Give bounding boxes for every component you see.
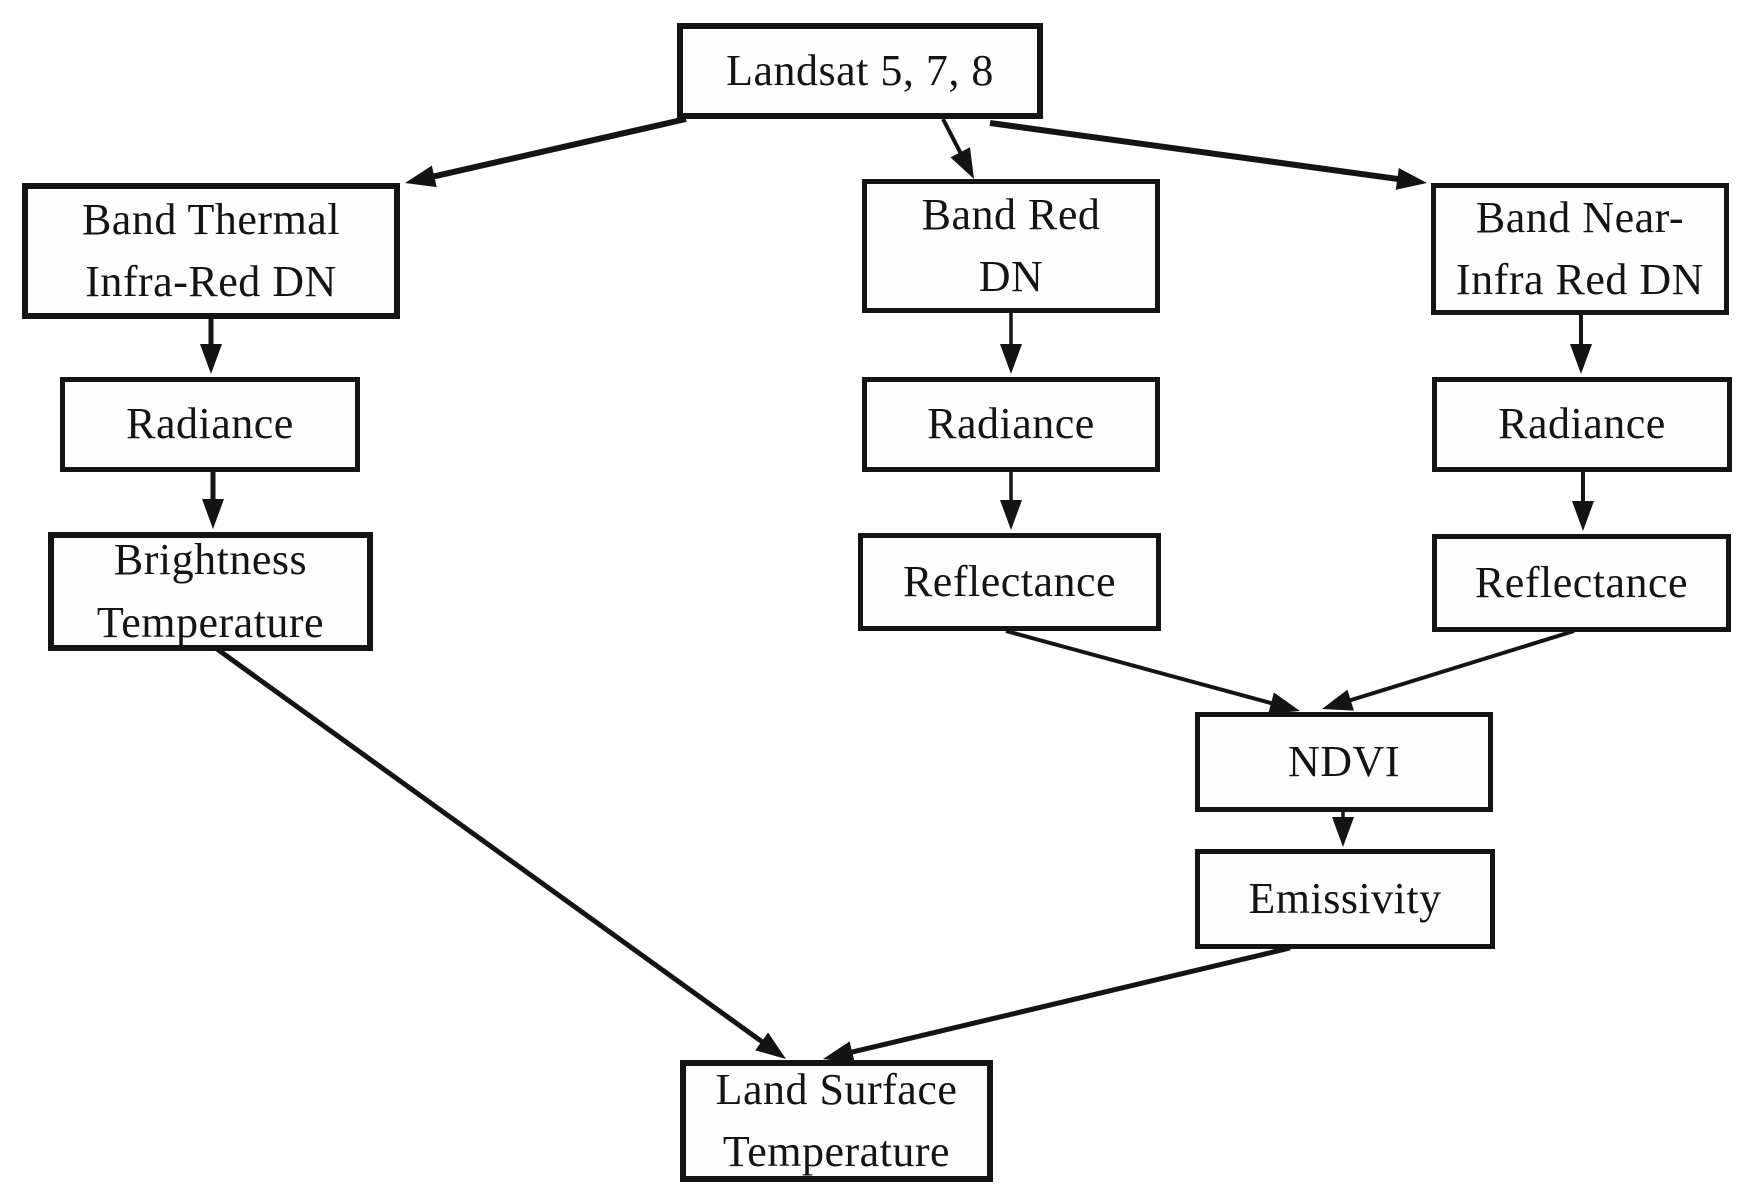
arrowhead-reflectance-mid-to-ndvi [1268,692,1300,714]
node-brightness-temp: Brightness Temperature [48,532,373,651]
edge-reflectance-mid-to-ndvi [1005,629,1282,708]
node-ndvi: NDVI [1195,712,1493,812]
node-label-land-surface-temp: Land Surface Temperature [715,1064,958,1176]
node-label-brightness-temp: Brightness Temperature [96,535,325,647]
edge-landsat-to-band-thermal [423,116,687,182]
node-reflectance-right: Reflectance [1432,534,1731,632]
node-label-band-red: Band Red DN [921,189,1101,301]
node-label-ndvi: NDVI [1288,736,1400,786]
arrowhead-radiance-to-brightness [202,499,224,529]
node-radiance-mid: Radiance [862,377,1160,472]
node-radiance-left: Radiance [60,377,360,472]
node-label-band-thermal: Band Thermal Infra-Red DN [81,194,341,306]
node-band-thermal: Band Thermal Infra-Red DN [22,183,400,319]
edge-reflectance-right-to-ndvi [1340,629,1575,706]
node-label-radiance-right: Radiance [1498,399,1666,449]
arrowhead-radiance-to-reflectance-mid [1000,500,1022,530]
node-reflectance-mid: Reflectance [858,533,1161,631]
arrowhead-landsat-to-band-thermal [405,165,437,188]
arrowhead-brightness-to-lst [755,1032,786,1059]
arrowhead-landsat-to-band-nir [1395,168,1427,190]
arrowhead-emissivity-to-lst [823,1041,855,1063]
node-emissivity: Emissivity [1195,849,1495,949]
node-label-band-near-infrared: Band Near- Infra Red DN [1456,192,1704,304]
node-band-red: Band Red DN [862,179,1160,313]
node-label-radiance-mid: Radiance [927,399,1095,449]
node-landsat: Landsat 5, 7, 8 [677,23,1043,119]
node-label-emissivity: Emissivity [1248,873,1442,923]
edge-emissivity-to-lst [841,945,1291,1057]
node-label-reflectance-right: Reflectance [1474,557,1689,607]
node-label-reflectance-mid: Reflectance [902,556,1117,606]
node-label-landsat: Landsat 5, 7, 8 [726,45,994,95]
edge-landsat-to-band-nir [989,120,1409,184]
arrowhead-reflectance-right-to-ndvi [1322,689,1354,711]
arrowhead-landsat-to-band-red [950,147,974,179]
node-label-radiance-left: Radiance [126,399,294,449]
edge-brightness-to-lst [215,646,772,1050]
arrowhead-radiance-to-reflectance-right [1572,501,1594,531]
arrowhead-band-thermal-to-radiance [200,344,222,374]
arrowhead-band-red-to-radiance [1000,344,1022,374]
node-band-near-infrared: Band Near- Infra Red DN [1431,183,1729,315]
arrowhead-band-nir-to-radiance [1570,344,1592,374]
node-land-surface-temp: Land Surface Temperature [680,1060,993,1182]
node-radiance-right: Radiance [1432,377,1732,472]
arrowhead-ndvi-to-emissivity [1332,817,1354,847]
